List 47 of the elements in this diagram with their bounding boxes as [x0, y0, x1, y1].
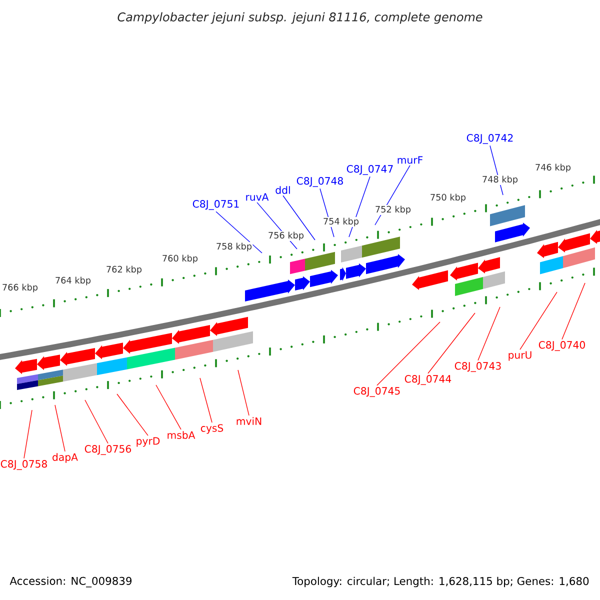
gene-label: C8J_0743 [454, 362, 501, 372]
leader-line [156, 384, 182, 430]
gene-label: cysS [200, 424, 224, 434]
footer-text: Topology: circular; Length: 1,628,115 bp; Genes: 1,680 [292, 576, 589, 588]
footer-text: Accession: NC_009839 [10, 576, 132, 588]
leader-line [216, 211, 262, 254]
gene-label: murF [398, 156, 423, 164]
leader-line [54, 404, 66, 452]
gene-label: mviN [236, 417, 262, 425]
gene-label: msbA [168, 431, 196, 439]
gene-label: C8J_0742 [466, 134, 513, 144]
leader-line [428, 312, 476, 374]
scale-label: 760 kbp [161, 254, 199, 264]
scale-label: 752 kbp [374, 205, 412, 215]
scale-label: 764 kbp [54, 276, 92, 286]
title: Campylobacter jejuni subsp. jejuni 81116, complete genome [118, 12, 482, 24]
gene-label: C8J_0744 [404, 375, 452, 385]
leader-line [116, 394, 148, 436]
gene-label: dapA [52, 453, 78, 463]
leader-line [562, 282, 586, 340]
gene-label: C8J_0758 [0, 460, 47, 470]
leader-line [238, 370, 250, 416]
scale-label: 758 kbp [215, 242, 253, 252]
leader-line [24, 410, 32, 459]
gene-label: pyrD [136, 437, 160, 447]
leader-line [376, 322, 440, 386]
scale-label: 754 kbp [322, 217, 360, 227]
scale-label: 766 kbp [1, 283, 39, 293]
scale-label: 756 kbp [267, 231, 305, 241]
gene-label: C8J_0740 [538, 341, 585, 351]
leader-line [84, 400, 108, 444]
gene-label: C8J_0747 [346, 165, 393, 175]
scale-label: 748 kbp [481, 175, 519, 185]
leader-line [282, 195, 316, 240]
gene-label: ruvA [246, 193, 269, 201]
leader-line [200, 378, 212, 423]
leader-line [520, 292, 558, 350]
gene-label: C8J_0748 [296, 177, 343, 187]
gene-label: purU [508, 351, 532, 361]
leader-line [478, 306, 500, 361]
gene-label: C8J_0756 [84, 445, 131, 455]
scale-label: 750 kbp [429, 193, 467, 203]
gene-label: ddl [276, 186, 290, 194]
gene-label: C8J_0745 [354, 387, 400, 397]
scale-label: 762 kbp [105, 265, 143, 275]
scale-label: 746 kbp [534, 163, 572, 173]
gene-label: C8J_0751 [192, 200, 239, 210]
